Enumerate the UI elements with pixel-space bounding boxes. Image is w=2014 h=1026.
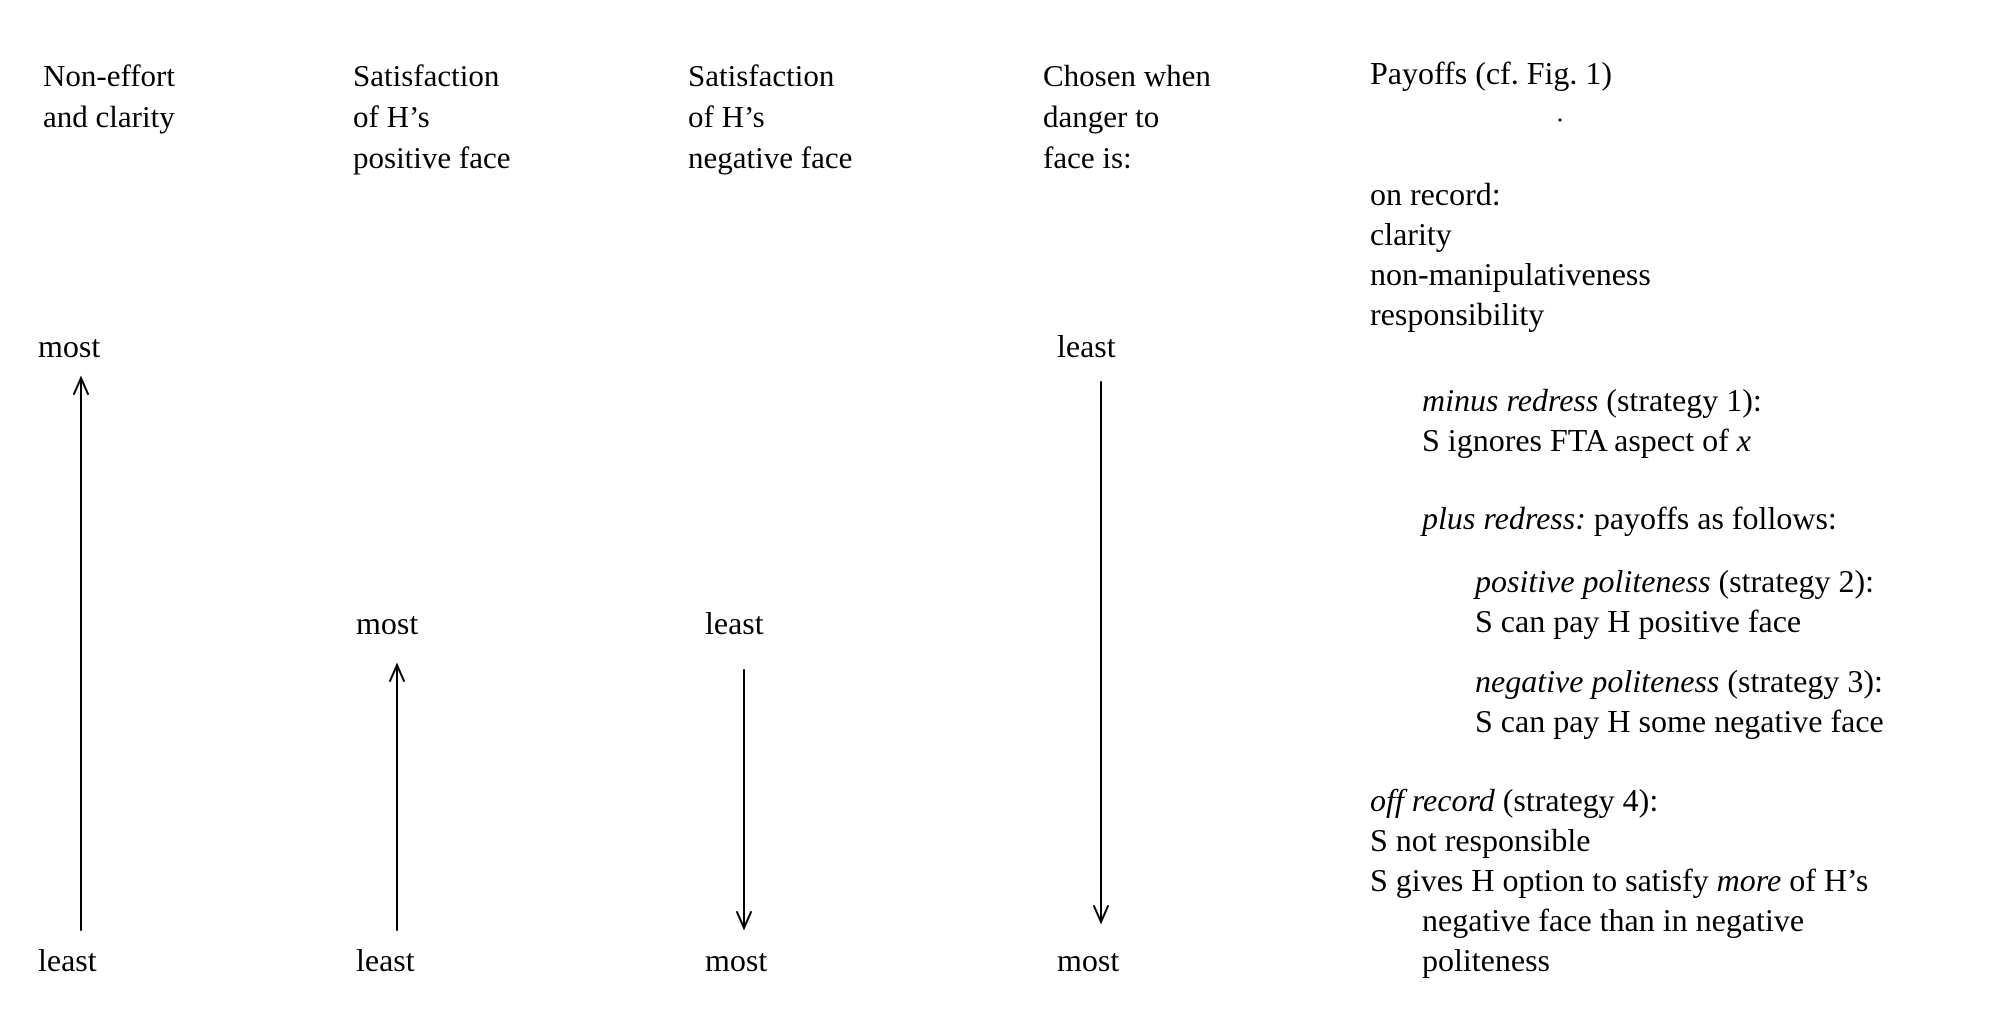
off-record-option-em: more: [1716, 862, 1782, 898]
off-record-option-line: S gives H option to satisfy more of H’s: [1370, 860, 1868, 900]
payoffs-heading: Payoffs (cf. Fig. 1): [1370, 55, 1613, 91]
heading-line: Satisfaction: [353, 58, 500, 93]
minus-redress-var: x: [1736, 422, 1751, 458]
heading-line: face is:: [1043, 140, 1132, 175]
positive-politeness-title: positive politeness: [1475, 563, 1711, 599]
negative-politeness-title: negative politeness: [1475, 663, 1720, 699]
column-heading-non-effort: Non-effort and clarity: [43, 55, 175, 137]
minus-redress-desc: S ignores FTA aspect of: [1422, 422, 1737, 458]
heading-line: of H’s: [353, 99, 430, 134]
heading-line: positive face: [353, 140, 511, 175]
minus-redress-desc-line: S ignores FTA aspect of x: [1422, 420, 1751, 460]
heading-line: danger to: [1043, 99, 1160, 134]
negative-face-down-arrow: [736, 669, 752, 931]
column-heading-negative-face: Satisfaction of H’s negative face: [688, 55, 852, 178]
positive-face-bottom-label: least: [356, 942, 415, 978]
danger-top-label: least: [1057, 328, 1116, 364]
non-effort-up-arrow: [73, 375, 89, 931]
heading-line: Chosen when: [1043, 58, 1211, 93]
off-record-strategy: (strategy 4):: [1494, 782, 1659, 818]
stray-dot: [1558, 118, 1562, 122]
off-record-option-cont: politeness: [1422, 942, 1550, 978]
minus-redress-strategy: (strategy 1):: [1598, 382, 1762, 418]
danger-bottom-label: most: [1057, 942, 1120, 978]
on-record-item: responsibility: [1370, 296, 1545, 332]
on-record-item: non-manipulativeness: [1370, 256, 1651, 292]
negative-face-bottom-label: most: [705, 942, 768, 978]
off-record-item: S not responsible: [1370, 822, 1591, 858]
danger-down-arrow: [1093, 381, 1109, 925]
positive-politeness-line: positive politeness (strategy 2):: [1475, 561, 1874, 601]
minus-redress-title: minus redress: [1422, 382, 1599, 418]
positive-face-top-label: most: [356, 605, 419, 641]
positive-politeness-desc: S can pay H positive face: [1475, 603, 1802, 639]
column-heading-danger: Chosen when danger to face is:: [1043, 55, 1211, 178]
negative-politeness-desc: S can pay H some negative face: [1475, 703, 1884, 739]
plus-redress-desc: payoffs as follows:: [1585, 500, 1837, 536]
off-record-option-cont: negative face than in negative: [1422, 902, 1805, 938]
non-effort-top-label: most: [38, 328, 101, 364]
heading-line: of H’s: [688, 99, 765, 134]
positive-face-up-arrow: [389, 662, 405, 931]
minus-redress-line: minus redress (strategy 1):: [1422, 380, 1762, 420]
heading-line: negative face: [688, 140, 853, 175]
heading-line: and clarity: [43, 99, 175, 134]
positive-politeness-strategy: (strategy 2):: [1710, 563, 1875, 599]
off-record-line: off record (strategy 4):: [1370, 780, 1658, 820]
heading-line: Non-effort: [43, 58, 175, 93]
off-record-option-suffix: of H’s: [1781, 862, 1869, 898]
on-record-title: on record:: [1370, 176, 1501, 212]
negative-face-top-label: least: [705, 605, 764, 641]
negative-politeness-strategy: (strategy 3):: [1719, 663, 1883, 699]
non-effort-bottom-label: least: [38, 942, 97, 978]
plus-redress-line: plus redress: payoffs as follows:: [1422, 498, 1837, 538]
negative-politeness-line: negative politeness (strategy 3):: [1475, 661, 1883, 701]
column-heading-positive-face: Satisfaction of H’s positive face: [353, 55, 511, 178]
off-record-title: off record: [1370, 782, 1495, 818]
off-record-option-prefix: S gives H option to satisfy: [1370, 862, 1717, 898]
heading-line: Satisfaction: [688, 58, 835, 93]
plus-redress-title: plus redress:: [1422, 500, 1586, 536]
on-record-item: clarity: [1370, 216, 1452, 252]
